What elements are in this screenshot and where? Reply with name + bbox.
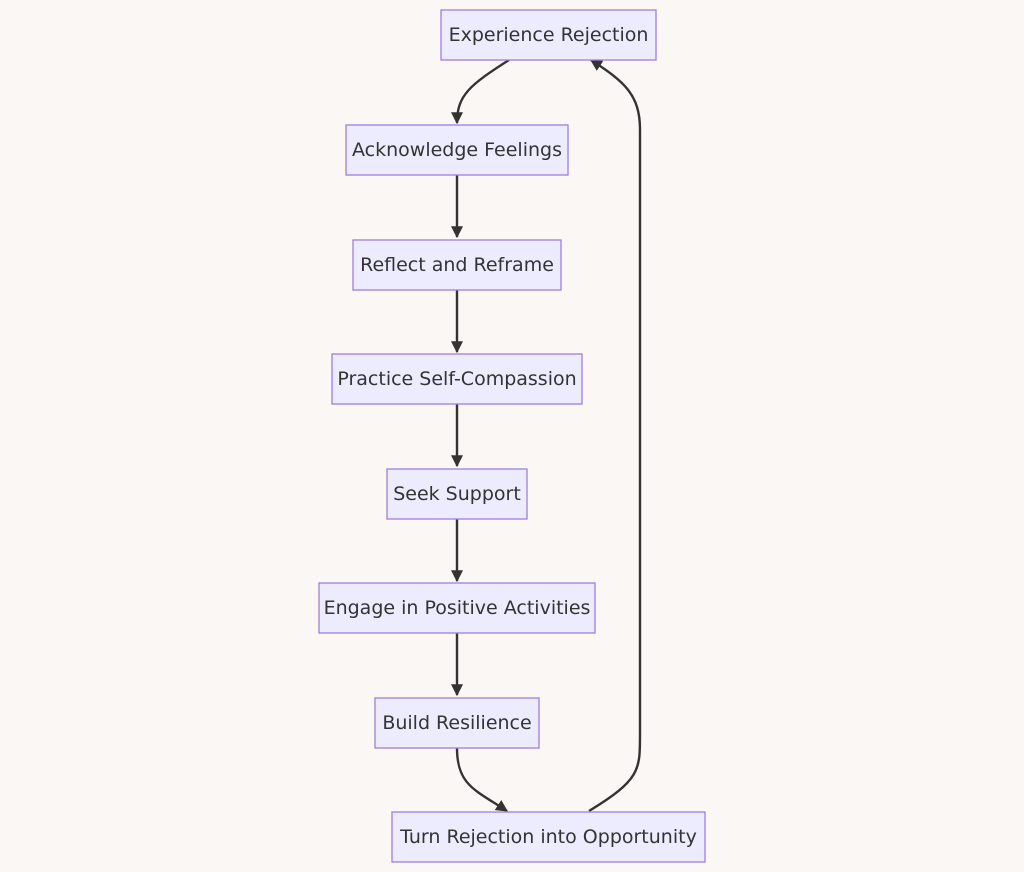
node-turn-rejection-into-opportunity[interactable]: Turn Rejection into Opportunity xyxy=(391,811,706,863)
node-reflect-and-reframe[interactable]: Reflect and Reframe xyxy=(352,239,562,291)
node-acknowledge-feelings[interactable]: Acknowledge Feelings xyxy=(345,124,569,176)
node-box xyxy=(352,239,562,291)
node-label: Engage in Positive Activities xyxy=(324,597,591,619)
node-practice-self-compassion[interactable]: Practice Self-Compassion xyxy=(331,353,583,405)
node-label: Practice Self-Compassion xyxy=(337,368,576,390)
node-seek-support[interactable]: Seek Support xyxy=(386,468,528,520)
node-box xyxy=(331,353,583,405)
node-box xyxy=(386,468,528,520)
edges xyxy=(451,58,642,813)
node-label: Seek Support xyxy=(393,483,521,505)
node-label: Turn Rejection into Opportunity xyxy=(399,826,697,848)
node-label: Build Resilience xyxy=(382,712,531,734)
node-build-resilience[interactable]: Build Resilience xyxy=(374,697,540,749)
node-label: Acknowledge Feelings xyxy=(352,139,562,161)
node-box xyxy=(345,124,569,176)
node-box xyxy=(374,697,540,749)
node-label: Experience Rejection xyxy=(449,24,649,46)
node-box xyxy=(391,811,706,863)
node-label: Reflect and Reframe xyxy=(360,254,554,276)
node-experience-rejection[interactable]: Experience Rejection xyxy=(440,9,657,61)
edge-opportunity-to-experience xyxy=(588,58,642,813)
node-engage-in-positive-activities[interactable]: Engage in Positive Activities xyxy=(318,582,596,634)
node-box xyxy=(318,582,596,634)
edge-resilience-to-opportunity xyxy=(455,747,509,813)
node-box xyxy=(440,9,657,61)
edge-experience-to-acknowledge xyxy=(451,58,510,125)
